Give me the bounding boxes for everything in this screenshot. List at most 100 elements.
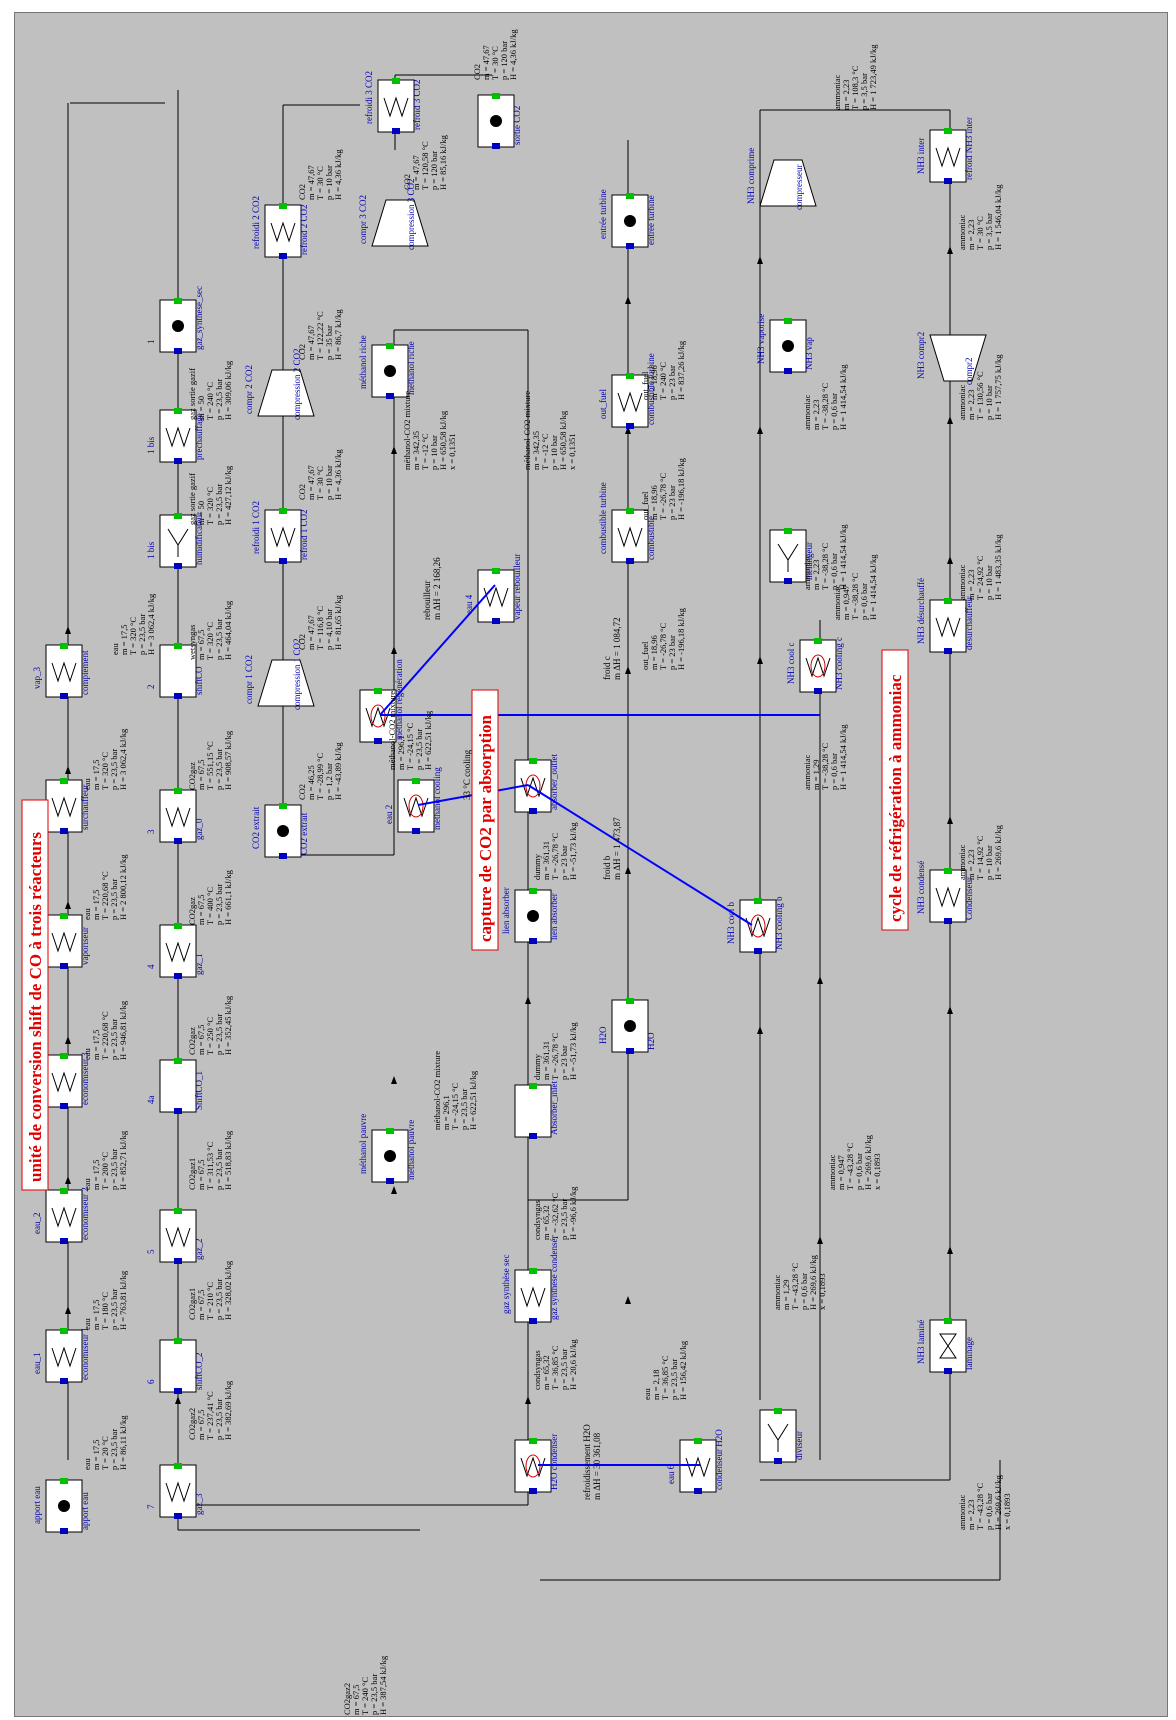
- combturb-port-out: [626, 423, 634, 429]
- gaz1-port-out: [174, 973, 182, 979]
- eco3-port-in: [60, 1053, 68, 1059]
- stream-g7: wetsyngasm = 67,5T = 320 °Cp = 23,5 barH…: [187, 600, 233, 660]
- ref3-port-in: [392, 78, 400, 84]
- absinl-port-out: [529, 1133, 537, 1139]
- desurch-label: désurchauffeur: [964, 596, 974, 650]
- stream-c6: CO2m = 47,67T = 120,58 °Cp = 120 barH = …: [402, 134, 448, 190]
- lamin-label: laminage: [964, 1337, 974, 1370]
- title-text: capture de CO2 par absorption: [476, 714, 495, 942]
- h2ocond-port-out: [529, 1488, 537, 1494]
- stream-value: H = 1 757,75 kJ/kg: [993, 354, 1003, 420]
- eco3-port-out: [60, 1103, 68, 1109]
- h2o-tag: H2O: [598, 1026, 608, 1044]
- flow-arrow: [391, 646, 397, 654]
- gaz1-label: gaz_1: [194, 954, 204, 976]
- co2ext-label: CO2 extrait: [299, 812, 309, 855]
- vapo-label: vaporiseur: [80, 927, 90, 965]
- heat-link-value: refroidissement H2O: [582, 1424, 592, 1500]
- ref1-port-in: [279, 508, 287, 514]
- flow-arrow: [947, 1246, 953, 1254]
- lamin-tag: NH3 laminé: [916, 1320, 926, 1364]
- stream-value: x = 0,1893: [1002, 1493, 1012, 1530]
- compr2n-label: compr2: [964, 358, 974, 386]
- ref3-unit: refroid 3 CO2refroidi 3 CO2: [364, 71, 422, 134]
- stream-value: H = 837,26 kJ/kg: [676, 340, 686, 400]
- desurch-port-in: [944, 598, 952, 604]
- methregen-port-in: [374, 688, 382, 694]
- title-capture: capture de CO2 par absorption: [472, 690, 498, 950]
- gaz3-box: [160, 1465, 196, 1517]
- stream-value: x = 0,1351: [567, 433, 577, 470]
- nh3vap-unit: NH3 vapNH3 vaporise: [756, 314, 814, 374]
- methcool-unit: méthanol coolingeau 2: [384, 767, 442, 834]
- entturb-port-in: [626, 193, 634, 199]
- condens-label: Condenseur: [964, 877, 974, 920]
- shift1-tag: 4a: [146, 1096, 156, 1105]
- shift2-tag: 6: [146, 1379, 156, 1384]
- compr3-tag: compr 3 CO2: [358, 195, 368, 244]
- flow-arrow: [947, 816, 953, 824]
- gaz2-port-out: [174, 1258, 182, 1264]
- stream-value: H = 20,6 kJ/kg: [568, 1339, 578, 1390]
- eco2-port-out: [60, 1238, 68, 1244]
- nh3cc-box: [800, 640, 836, 692]
- condh2o-tag: eau 6: [666, 1464, 676, 1484]
- gsyncond-box: [515, 1270, 551, 1322]
- compr2n-tag: NH3 compr2: [916, 332, 926, 379]
- co2ext-port-in: [279, 803, 287, 809]
- synsec-unit: gaz_synthèse_sec1: [146, 286, 204, 354]
- stream-d1: dummym = 361,31T = -26,78 °Cp = 23 barH …: [532, 822, 578, 880]
- absinl-port-in: [529, 1083, 537, 1089]
- nh3vap-port-out: [784, 368, 792, 374]
- stream-value: H = 81,65 kJ/kg: [333, 594, 343, 650]
- entturb-tag: entrée turbine: [598, 189, 608, 239]
- stream-m4: méthanol-CO2 mixturem = 296,1T = -24,15 …: [432, 1051, 478, 1130]
- condh2o-port-in: [694, 1438, 702, 1444]
- stream-value: H = 3 062,4 kJ/kg: [118, 728, 128, 790]
- sortieco2-port-in: [492, 93, 500, 99]
- compr1-tag: compr 1 CO2: [244, 655, 254, 704]
- h2ocond-unit: H2O condenser: [515, 1434, 559, 1494]
- stream-value: H = 1 546,04 kJ/kg: [993, 184, 1003, 250]
- stream-g8: gaz sortie gazifm = 50T = 320 °Cp = 23,5…: [187, 465, 233, 525]
- compr2-shape: [258, 370, 314, 416]
- h2o-dot: [624, 1020, 636, 1032]
- gaz2-box: [160, 1210, 196, 1262]
- stream-value: H = 4,36 kJ/kg: [333, 149, 343, 200]
- ref2-port-in: [279, 203, 287, 209]
- combust-port-in: [626, 508, 634, 514]
- stream-value: H = -51,73 kJ/kg: [568, 822, 578, 880]
- eco2-port-in: [60, 1188, 68, 1194]
- condh2o-label: condenseur H2O: [714, 1429, 724, 1490]
- nh3cb-unit: NH3 cooling bNH3 cool b: [726, 896, 784, 954]
- stream-s5: eaum = 17,5T = 220,68 °Cp = 23,5 barH = …: [82, 854, 128, 920]
- stream-value: H = 946,81 kJ/kg: [118, 1000, 128, 1060]
- sortieco2-label: sortie CO2: [512, 106, 522, 145]
- ref1-port-out: [279, 558, 287, 564]
- refinter-box: [930, 130, 966, 182]
- refinter-port-in: [944, 128, 952, 134]
- lienabs-tag: lien absorber: [501, 887, 511, 934]
- synsec-tag: 1: [146, 340, 156, 345]
- nh3vap-dot: [782, 340, 794, 352]
- stream-c7: CO2m = 47,67T = 30 °Cp = 120 barH = 4,36…: [472, 29, 518, 80]
- stream-value: H = 4,36 kJ/kg: [333, 449, 343, 500]
- ref1-unit: refroid 1 CO2refroidi 1 CO2: [251, 501, 309, 564]
- lienabs-label: lien absorber: [549, 893, 559, 940]
- stream-value: H = 1 414,54 kJ/kg: [838, 524, 848, 590]
- sortieco2-unit: sortie CO2: [478, 93, 522, 149]
- absout-port-in: [529, 758, 537, 764]
- methriche-port-in: [386, 343, 394, 349]
- nh3cmp-shape: [760, 160, 816, 206]
- ref2-label: refroid 2 CO2: [299, 205, 309, 256]
- shift1-box: [160, 1060, 196, 1112]
- divis-port-in: [774, 1408, 782, 1414]
- synsec-dot: [172, 320, 184, 332]
- nh3cb-port-out: [754, 948, 762, 954]
- stream-g10: CO2gaz2m = 67,5T = 240 °Cp = 23,5 barH =…: [342, 1655, 388, 1715]
